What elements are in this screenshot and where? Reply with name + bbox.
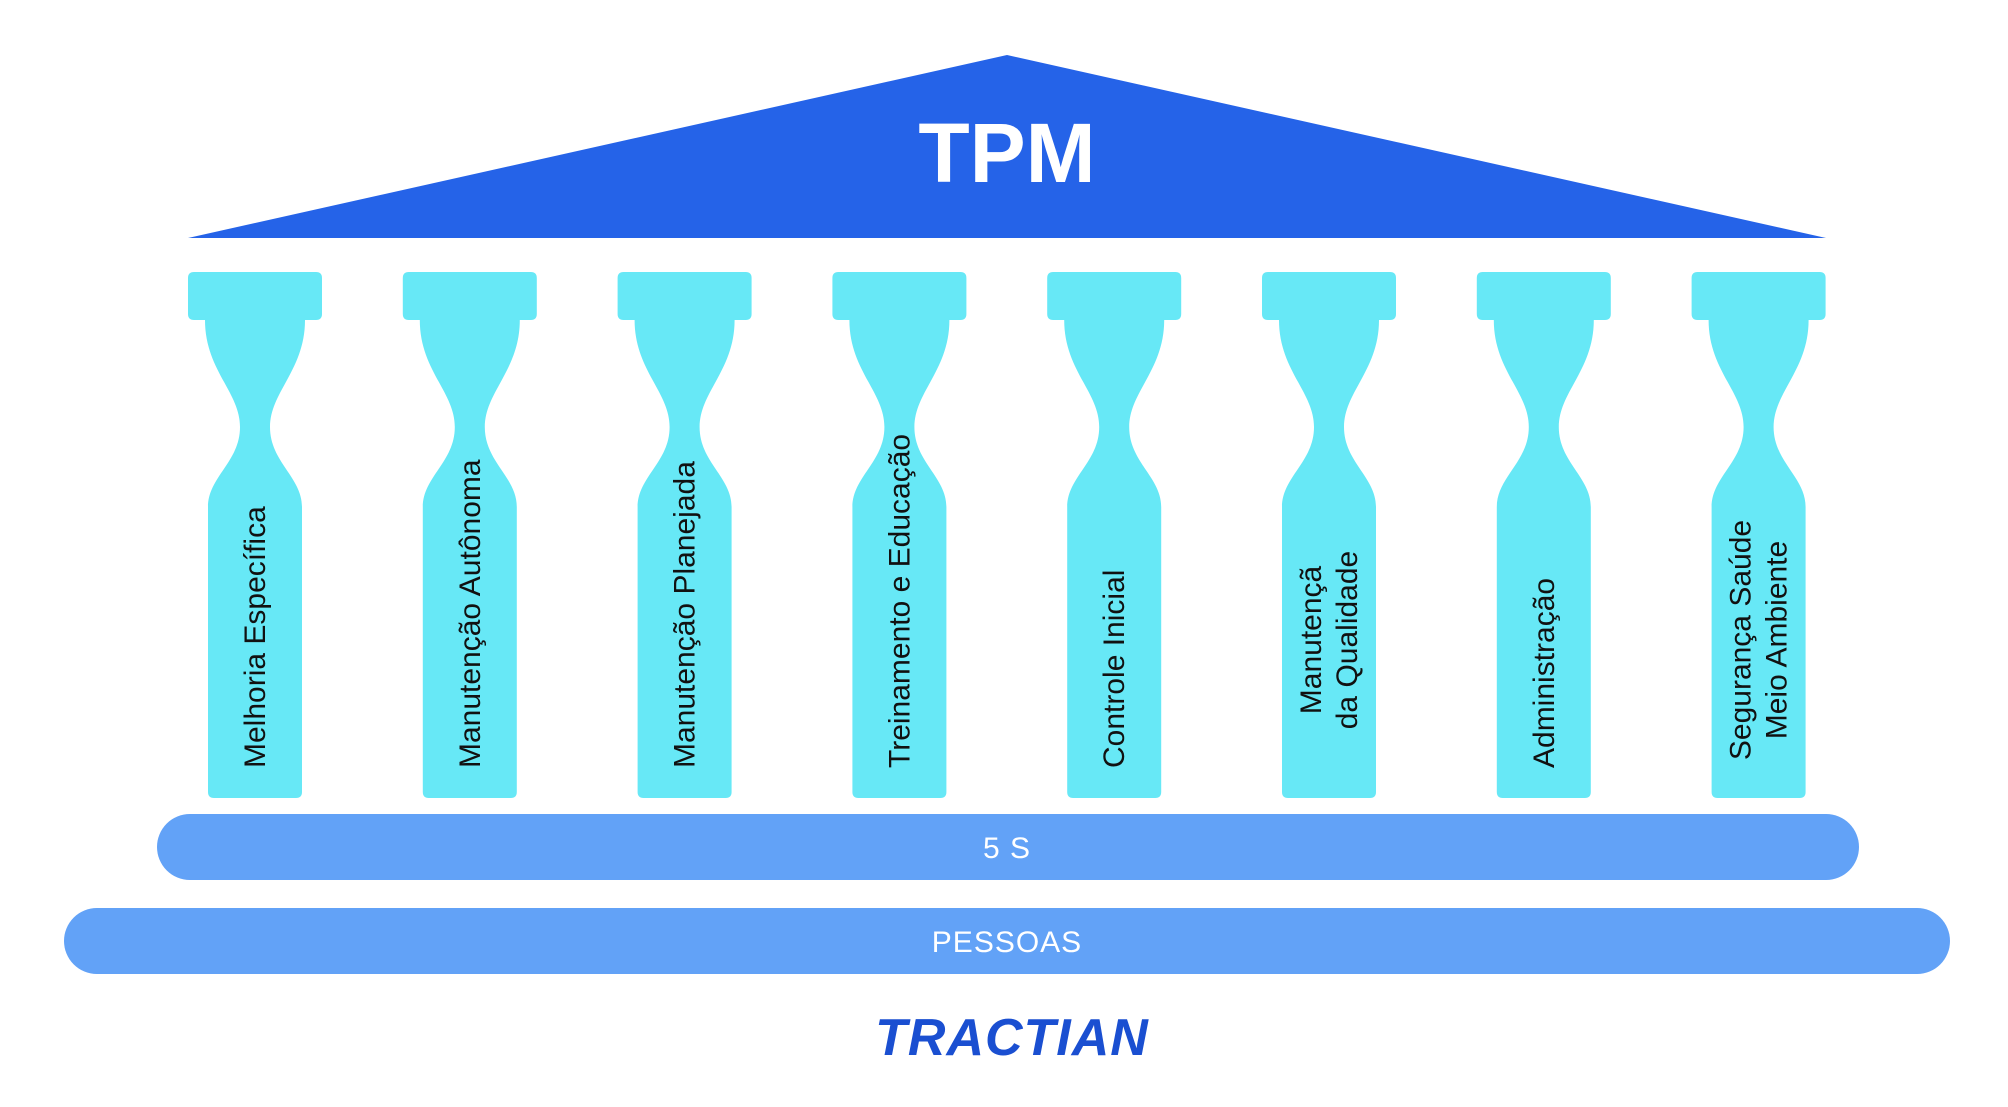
five-s-label: 5 S bbox=[983, 832, 1031, 865]
pillar-label: Meio Ambiente bbox=[1761, 541, 1794, 739]
pillar-shape bbox=[832, 272, 967, 798]
roof-triangle bbox=[188, 55, 1826, 238]
pillar-shape bbox=[1691, 272, 1826, 798]
pillar-shape bbox=[617, 272, 752, 798]
pillar-label: Segurança Saúde bbox=[1725, 520, 1758, 760]
pillar-label: Melhoria Específica bbox=[239, 506, 272, 768]
pillar-label: Controle Inicial bbox=[1098, 570, 1131, 768]
pillar-label: da Qualidade bbox=[1331, 551, 1364, 729]
pillar-label: Manutençã bbox=[1295, 565, 1328, 714]
pillar-shape bbox=[402, 272, 537, 798]
five-s-band bbox=[157, 814, 1859, 880]
people-label: PESSOAS bbox=[932, 926, 1082, 959]
pillar: Manutenção Planejada bbox=[617, 272, 752, 798]
pillar-label: Treinamento e Educação bbox=[883, 434, 916, 768]
tractian-logo: TRACTIAN bbox=[875, 1009, 1149, 1067]
people-band bbox=[64, 908, 1950, 974]
pillar: Melhoria Específica bbox=[188, 272, 322, 798]
pillar-shape bbox=[188, 272, 322, 798]
pillar: Treinamento e Educação bbox=[832, 272, 967, 798]
pillar-shape bbox=[1047, 272, 1182, 798]
pillar-label: Manutenção Planejada bbox=[669, 461, 702, 768]
pillar: Controle Inicial bbox=[1047, 272, 1182, 798]
pillar: Administração bbox=[1476, 272, 1611, 798]
pillars-group: Melhoria Específica Manutenção Autônoma Ma… bbox=[188, 272, 1826, 798]
pillar-shape bbox=[1262, 272, 1396, 798]
pillar: Manutenção Autônoma bbox=[402, 272, 537, 798]
pillar-label: Administração bbox=[1528, 578, 1561, 768]
pillar-shape bbox=[1476, 272, 1611, 798]
diagram-title: TPM bbox=[918, 106, 1095, 200]
pillar-label: Manutenção Autônoma bbox=[454, 459, 487, 768]
